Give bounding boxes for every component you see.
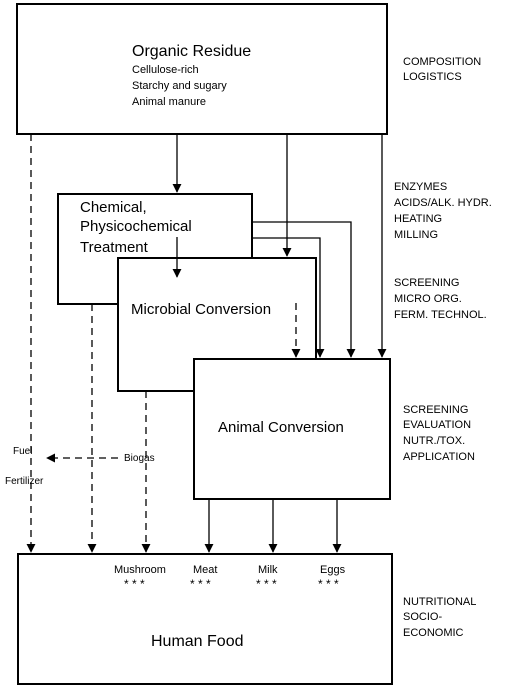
product-mushroom: Mushroom [114,564,166,576]
biogas-label: Biogas [124,453,155,464]
product-eggs: Eggs [320,564,346,576]
eggs-marks: * * * [318,577,339,591]
side-screening-micro: SCREENING [394,277,459,289]
side-composition: COMPOSITION [403,56,481,68]
chemical-line-2: Physicochemical [80,218,192,235]
chemical-line-1: Chemical, [80,199,147,216]
side-logistics: LOGISTICS [403,71,462,83]
side-ferm-technol: FERM. TECHNOL. [394,309,487,321]
organic-residue-box [16,3,388,135]
chemical-to-animal-lower-arrow [252,237,325,358]
product-milk: Milk [258,564,278,576]
mushroom-marks: * * * [124,577,145,591]
microbial-conversion-title: Microbial Conversion [131,301,271,318]
meat-marks: * * * [190,577,211,591]
side-heating: HEATING [394,213,442,225]
residue-item-cellulose: Cellulose-rich [132,64,199,76]
chemical-to-animal-upper-arrow [252,221,356,358]
side-micro-org: MICRO ORG. [394,293,462,305]
organic-residue-title: Organic Residue [132,43,251,60]
human-food-box [17,553,393,685]
animal-conversion-title: Animal Conversion [218,419,344,436]
side-evaluation: EVALUATION [403,419,471,431]
side-nutritional: NUTRITIONAL [403,596,476,608]
animal-conversion-box [193,358,391,500]
milk-marks: * * * [256,577,277,591]
side-socio: SOCIO- [403,611,442,623]
product-meat: Meat [193,564,217,576]
side-milling: MILLING [394,229,438,241]
side-enzymes: ENZYMES [394,181,447,193]
side-economic: ECONOMIC [403,627,464,639]
chemical-line-3: Treatment [80,239,149,256]
side-nutr-tox: NUTR./TOX. [403,435,465,447]
human-food-title: Human Food [151,633,244,650]
fuel-label: Fuel [13,446,32,457]
residue-item-starchy: Starchy and sugary [132,80,227,92]
side-screening-animal: SCREENING [403,404,468,416]
fertilizer-label: Fertilizer [5,476,44,487]
side-acids: ACIDS/ALK. HYDR. [394,197,492,209]
residue-item-manure: Animal manure [132,96,206,108]
side-application: APPLICATION [403,451,475,463]
